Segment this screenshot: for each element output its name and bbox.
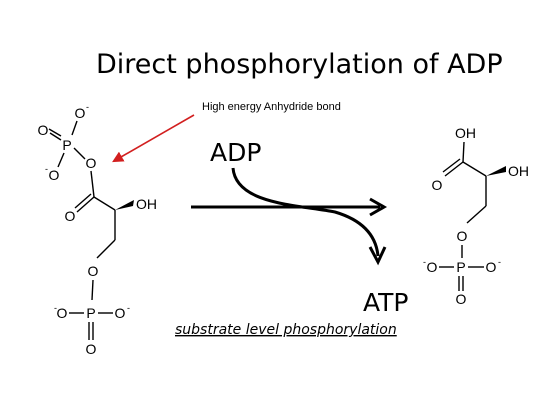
annotation-arrow bbox=[112, 114, 195, 163]
atom-o: O bbox=[457, 228, 468, 244]
charge-sign: - bbox=[86, 102, 89, 112]
atom-o: O bbox=[427, 259, 438, 275]
annotation-label: High energy Anhydride bond bbox=[202, 101, 341, 113]
atp-label: ATP bbox=[363, 288, 409, 317]
adp-to-atp-arrow bbox=[231, 167, 380, 257]
atom-o: O bbox=[57, 305, 68, 321]
atom-oh: OH bbox=[455, 125, 476, 141]
atom-o: O bbox=[75, 105, 86, 121]
charge-sign: - bbox=[423, 257, 426, 267]
slide-title: Direct phosphorylation of ADP bbox=[96, 49, 503, 80]
charge-sign: - bbox=[54, 303, 57, 313]
atom-o: O bbox=[49, 167, 60, 183]
reaction-arrows bbox=[191, 167, 388, 266]
atom-p: P bbox=[86, 305, 95, 321]
atom-o: O bbox=[88, 263, 99, 279]
adp-label: ADP bbox=[210, 138, 261, 167]
atom-oh: OH bbox=[136, 196, 157, 212]
bisphosphoglycerate-structure: O - O P O - O O OH O P O - O - O bbox=[38, 102, 157, 357]
atom-o: O bbox=[456, 291, 467, 307]
atom-oh: OH bbox=[508, 163, 529, 179]
atom-o: O bbox=[115, 305, 126, 321]
charge-sign: - bbox=[45, 164, 48, 174]
atom-o: O bbox=[86, 341, 97, 357]
wedge-bond bbox=[115, 200, 134, 210]
atom-o: O bbox=[38, 122, 49, 138]
atom-p: P bbox=[456, 259, 465, 275]
charge-sign: - bbox=[127, 303, 130, 313]
charge-sign: - bbox=[498, 257, 501, 267]
atom-o: O bbox=[486, 259, 497, 275]
atom-o: O bbox=[86, 155, 97, 171]
wedge-bond bbox=[486, 166, 506, 176]
atom-o: O bbox=[432, 177, 443, 193]
atom-o: O bbox=[65, 208, 76, 224]
caption: substrate level phosphorylation bbox=[175, 322, 397, 338]
atom-p: P bbox=[62, 137, 71, 153]
phosphoglycerate-structure: OH O OH O P O - O - O bbox=[423, 125, 529, 307]
